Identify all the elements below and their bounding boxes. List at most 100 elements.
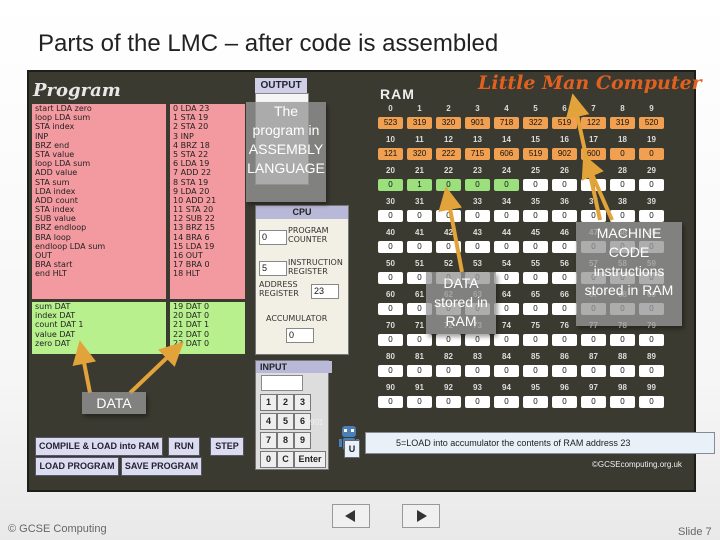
ram-value[interactable]: 0 [523, 334, 548, 346]
ram-value[interactable]: 0 [610, 179, 635, 191]
ram-value[interactable]: 0 [378, 179, 403, 191]
ram-value[interactable]: 0 [610, 148, 635, 160]
key-7[interactable]: 7 [260, 432, 277, 449]
key-5[interactable]: 5 [277, 413, 294, 430]
ram-value[interactable]: 320 [407, 148, 432, 160]
key-3[interactable]: 3 [294, 394, 311, 411]
ram-value[interactable]: 0 [494, 241, 519, 253]
ram-value[interactable]: 0 [639, 334, 664, 346]
ram-value[interactable]: 0 [378, 210, 403, 222]
ram-value[interactable]: 0 [523, 210, 548, 222]
key-8[interactable]: 8 [277, 432, 294, 449]
ram-value[interactable]: 715 [465, 148, 490, 160]
ram-value[interactable]: 0 [639, 148, 664, 160]
ram-value[interactable]: 0 [407, 272, 432, 284]
ram-value[interactable]: 0 [494, 365, 519, 377]
ram-value[interactable]: 0 [465, 365, 490, 377]
input-field[interactable] [261, 375, 303, 391]
key-4[interactable]: 4 [260, 413, 277, 430]
ram-value[interactable]: 0 [494, 396, 519, 408]
ram-value[interactable]: 0 [552, 334, 577, 346]
ram-value[interactable]: 0 [378, 365, 403, 377]
ram-value[interactable]: 322 [523, 117, 548, 129]
ram-value[interactable]: 519 [523, 148, 548, 160]
ram-value[interactable]: 0 [494, 179, 519, 191]
ram-value[interactable]: 0 [378, 241, 403, 253]
ram-value[interactable]: 0 [465, 334, 490, 346]
ram-value[interactable]: 0 [465, 241, 490, 253]
ram-value[interactable]: 0 [407, 303, 432, 315]
ram-value[interactable]: 0 [523, 241, 548, 253]
ram-value[interactable]: 0 [639, 210, 664, 222]
ram-value[interactable]: 0 [407, 396, 432, 408]
ram-value[interactable]: 718 [494, 117, 519, 129]
ram-value[interactable]: 0 [610, 365, 635, 377]
ram-value[interactable]: 0 [465, 396, 490, 408]
load-program-button[interactable]: LOAD PROGRAM [35, 457, 119, 476]
ram-value[interactable]: 0 [610, 334, 635, 346]
ram-value[interactable]: 0 [523, 303, 548, 315]
user-button[interactable]: U [344, 440, 360, 458]
ram-value[interactable]: 0 [552, 179, 577, 191]
key-2[interactable]: 2 [277, 394, 294, 411]
ram-value[interactable]: 0 [581, 334, 606, 346]
ram-value[interactable]: 0 [523, 365, 548, 377]
ram-value[interactable]: 0 [552, 303, 577, 315]
ram-value[interactable]: 0 [494, 334, 519, 346]
ram-value[interactable]: 0 [378, 303, 403, 315]
ram-value[interactable]: 520 [639, 117, 664, 129]
previous-slide-button[interactable] [332, 504, 370, 528]
ram-value[interactable]: 0 [494, 303, 519, 315]
ram-value[interactable]: 0 [639, 396, 664, 408]
ram-value[interactable]: 0 [436, 396, 461, 408]
ram-value[interactable]: 1 [407, 179, 432, 191]
ram-value[interactable]: 0 [581, 396, 606, 408]
ram-value[interactable]: 0 [581, 365, 606, 377]
run-button[interactable]: RUN [168, 437, 200, 456]
ram-value[interactable]: 319 [610, 117, 635, 129]
ram-value[interactable]: 0 [523, 179, 548, 191]
key-9[interactable]: 9 [294, 432, 311, 449]
ram-value[interactable]: 0 [552, 272, 577, 284]
step-button[interactable]: STEP [210, 437, 244, 456]
ram-value[interactable]: 902 [552, 148, 577, 160]
ram-value[interactable]: 0 [436, 334, 461, 346]
key-0[interactable]: 0 [260, 451, 277, 468]
ram-value[interactable]: 0 [523, 396, 548, 408]
ram-value[interactable]: 0 [494, 210, 519, 222]
key-6[interactable]: 6 [294, 413, 311, 430]
ram-value[interactable]: 222 [436, 148, 461, 160]
ram-value[interactable]: 0 [610, 210, 635, 222]
ram-value[interactable]: 0 [407, 365, 432, 377]
ram-value[interactable]: 901 [465, 117, 490, 129]
ram-value[interactable]: 0 [639, 365, 664, 377]
ram-value[interactable]: 0 [465, 179, 490, 191]
ram-value[interactable]: 0 [436, 210, 461, 222]
ram-value[interactable]: 0 [552, 396, 577, 408]
ram-value[interactable]: 319 [407, 117, 432, 129]
ram-value[interactable]: 121 [378, 148, 403, 160]
ram-value[interactable]: 523 [378, 117, 403, 129]
save-program-button[interactable]: SAVE PROGRAM [121, 457, 202, 476]
ram-value[interactable]: 0 [639, 179, 664, 191]
ram-value[interactable]: 122 [581, 117, 606, 129]
ram-value[interactable]: 519 [552, 117, 577, 129]
ram-value[interactable]: 0 [407, 241, 432, 253]
key-clear[interactable]: C [277, 451, 294, 468]
ram-value[interactable]: 0 [552, 365, 577, 377]
key-1[interactable]: 1 [260, 394, 277, 411]
ram-value[interactable]: 0 [378, 272, 403, 284]
ram-value[interactable]: 0 [523, 272, 548, 284]
ram-value[interactable]: 606 [494, 148, 519, 160]
ram-value[interactable]: 0 [494, 272, 519, 284]
ram-value[interactable]: 0 [407, 334, 432, 346]
ram-value[interactable]: 0 [552, 210, 577, 222]
key-enter[interactable]: Enter [294, 451, 326, 468]
next-slide-button[interactable] [402, 504, 440, 528]
ram-value[interactable]: 0 [436, 365, 461, 377]
ram-value[interactable]: 0 [378, 334, 403, 346]
ram-value[interactable]: 320 [436, 117, 461, 129]
ram-value[interactable]: 0 [610, 396, 635, 408]
ram-value[interactable]: 0 [407, 210, 432, 222]
